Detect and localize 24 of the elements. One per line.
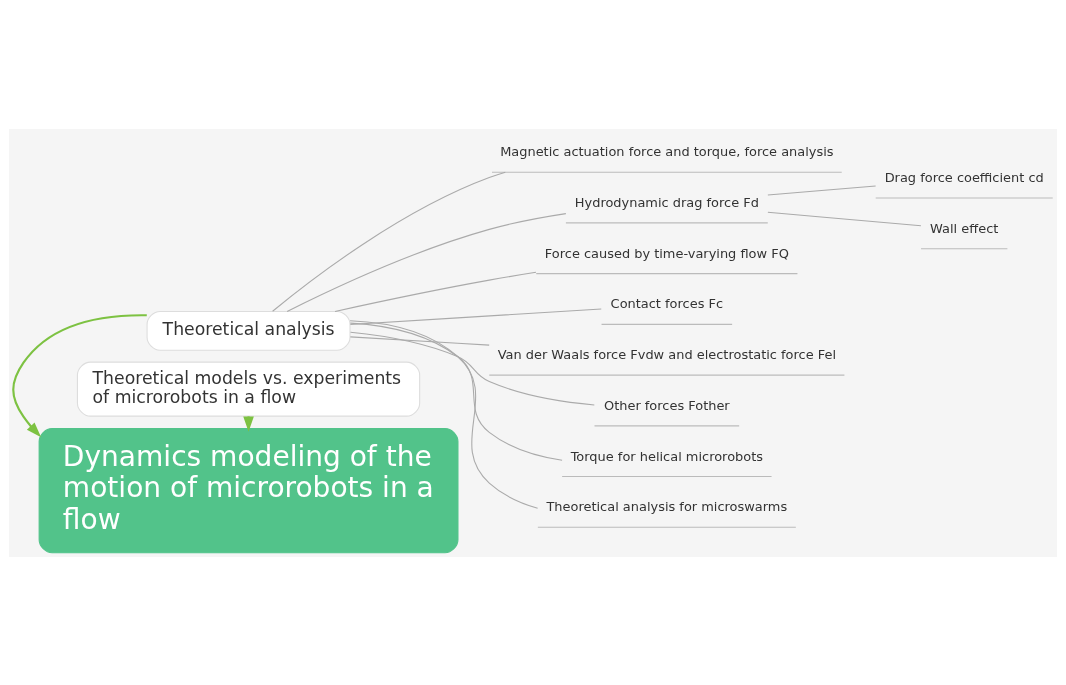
node-text: Contact forces Fc [610,295,724,311]
arrow [243,415,254,432]
connector [286,212,567,312]
node-text: Van der Waals force Fvdw and electrostatic force Fel [497,346,837,362]
node-text: Hydrodynamic drag force Fd [574,194,759,210]
connector [349,331,595,405]
connector [767,185,877,196]
connector [767,211,922,226]
node-text: Torque for helical microrobots [570,448,764,463]
node-box: Dynamics modeling of the motion of microrobots in a flow [38,427,459,553]
node-text: Drag force coefficient cd [884,169,1044,185]
arrow [12,313,147,437]
connector [334,271,537,312]
connector [349,335,490,346]
node-text: Force caused by time-varying flow FQ [544,245,789,261]
node-text: Magnetic actuation force and torque, force analysis [500,143,834,159]
connector [349,319,539,509]
connector [349,322,563,461]
node-text: Wall effect [930,220,999,236]
node-box: Theoretical analysis [146,310,351,351]
connector [272,171,506,312]
node-text: Theoretical analysis for microswarms [546,498,788,514]
node-text: Other forces Fother [603,397,730,413]
connector [349,307,602,325]
